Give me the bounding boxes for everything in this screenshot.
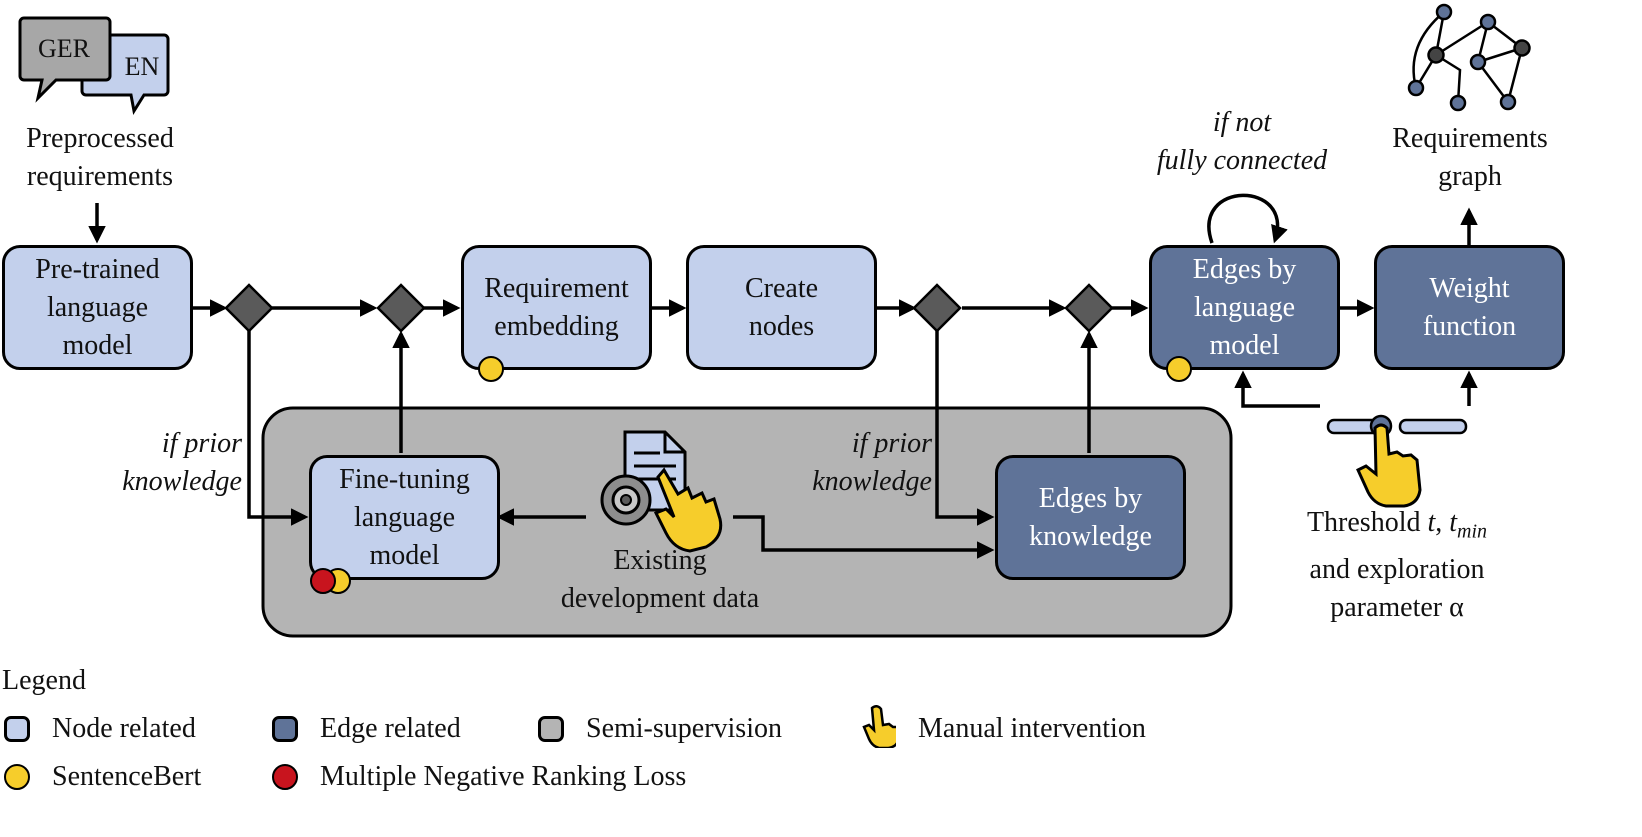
arrow-diamond3-to-edgesknowledge (935, 330, 995, 526)
edges-by-knowledge-box: Edges by knowledge (995, 455, 1186, 580)
slider-icon[interactable] (1326, 414, 1468, 438)
edges-by-language-model-box: Edges by language model (1149, 245, 1340, 370)
legend-mnrl-dot (272, 764, 298, 790)
arrow-diamond1-to-finetune (247, 330, 309, 526)
existing-development-data-label: Existing development data (560, 545, 760, 614)
arrow-selfloop-edgeslm (1207, 193, 1288, 244)
legend-node-related: Node related (52, 713, 196, 744)
condition-not-fully-connected: if not fully connected (1156, 107, 1328, 176)
lang-source-label: GER (38, 34, 90, 63)
pointing-hand-icon (1356, 423, 1422, 508)
pretrained-language-model-box: Pre-trained language model (2, 245, 193, 370)
arrow-slider-to-edgeslm (1234, 370, 1320, 408)
threshold-label: Threshold t, tmin and exploration parame… (1306, 507, 1488, 623)
legend-semi-supervision: Semi-supervision (586, 713, 782, 744)
requirements-graph-label: Requirements graph (1392, 123, 1548, 192)
decision-diamond-1 (224, 283, 274, 333)
legend-hand-icon (862, 705, 896, 748)
decision-diamond-2 (376, 283, 426, 333)
sentencebert-badge-edges (1166, 356, 1192, 382)
condition-prior-knowledge-left: if prior knowledge (122, 428, 242, 497)
legend-edge-related: Edge related (320, 713, 461, 744)
condition-prior-knowledge-right: if prior knowledge (812, 428, 932, 497)
fine-tuning-language-model-box: Fine-tuning language model (309, 455, 500, 580)
sentencebert-badge-embedding (478, 356, 504, 382)
legend-node-swatch (4, 716, 30, 742)
weight-function-box: Weight function (1374, 245, 1565, 370)
legend-semi-swatch (538, 716, 564, 742)
arrow-data-to-edgesknowledge (733, 515, 995, 559)
legend-mnrl: Multiple Negative Ranking Loss (320, 761, 687, 792)
mnrl-badge-finetune (310, 568, 336, 594)
legend-sentencebert-dot (4, 764, 30, 790)
legend-sentencebert: SentenceBert (52, 761, 202, 792)
legend-title: Legend (2, 665, 86, 696)
requirement-embedding-box: Requirement embedding (461, 245, 652, 370)
lang-target-label: EN (124, 52, 160, 81)
legend-manual-intervention: Manual intervention (918, 713, 1146, 744)
semi-supervision-region (261, 406, 1233, 638)
decision-diamond-3 (912, 283, 962, 333)
preprocessed-requirements-label: Preprocessed requirements (26, 123, 174, 192)
decision-diamond-4 (1064, 283, 1114, 333)
legend-edge-swatch (272, 716, 298, 742)
graph-icon (1407, 3, 1531, 112)
document-touch-icon (600, 430, 723, 553)
create-nodes-box: Create nodes (686, 245, 877, 370)
speech-bubbles-icon (18, 16, 170, 116)
